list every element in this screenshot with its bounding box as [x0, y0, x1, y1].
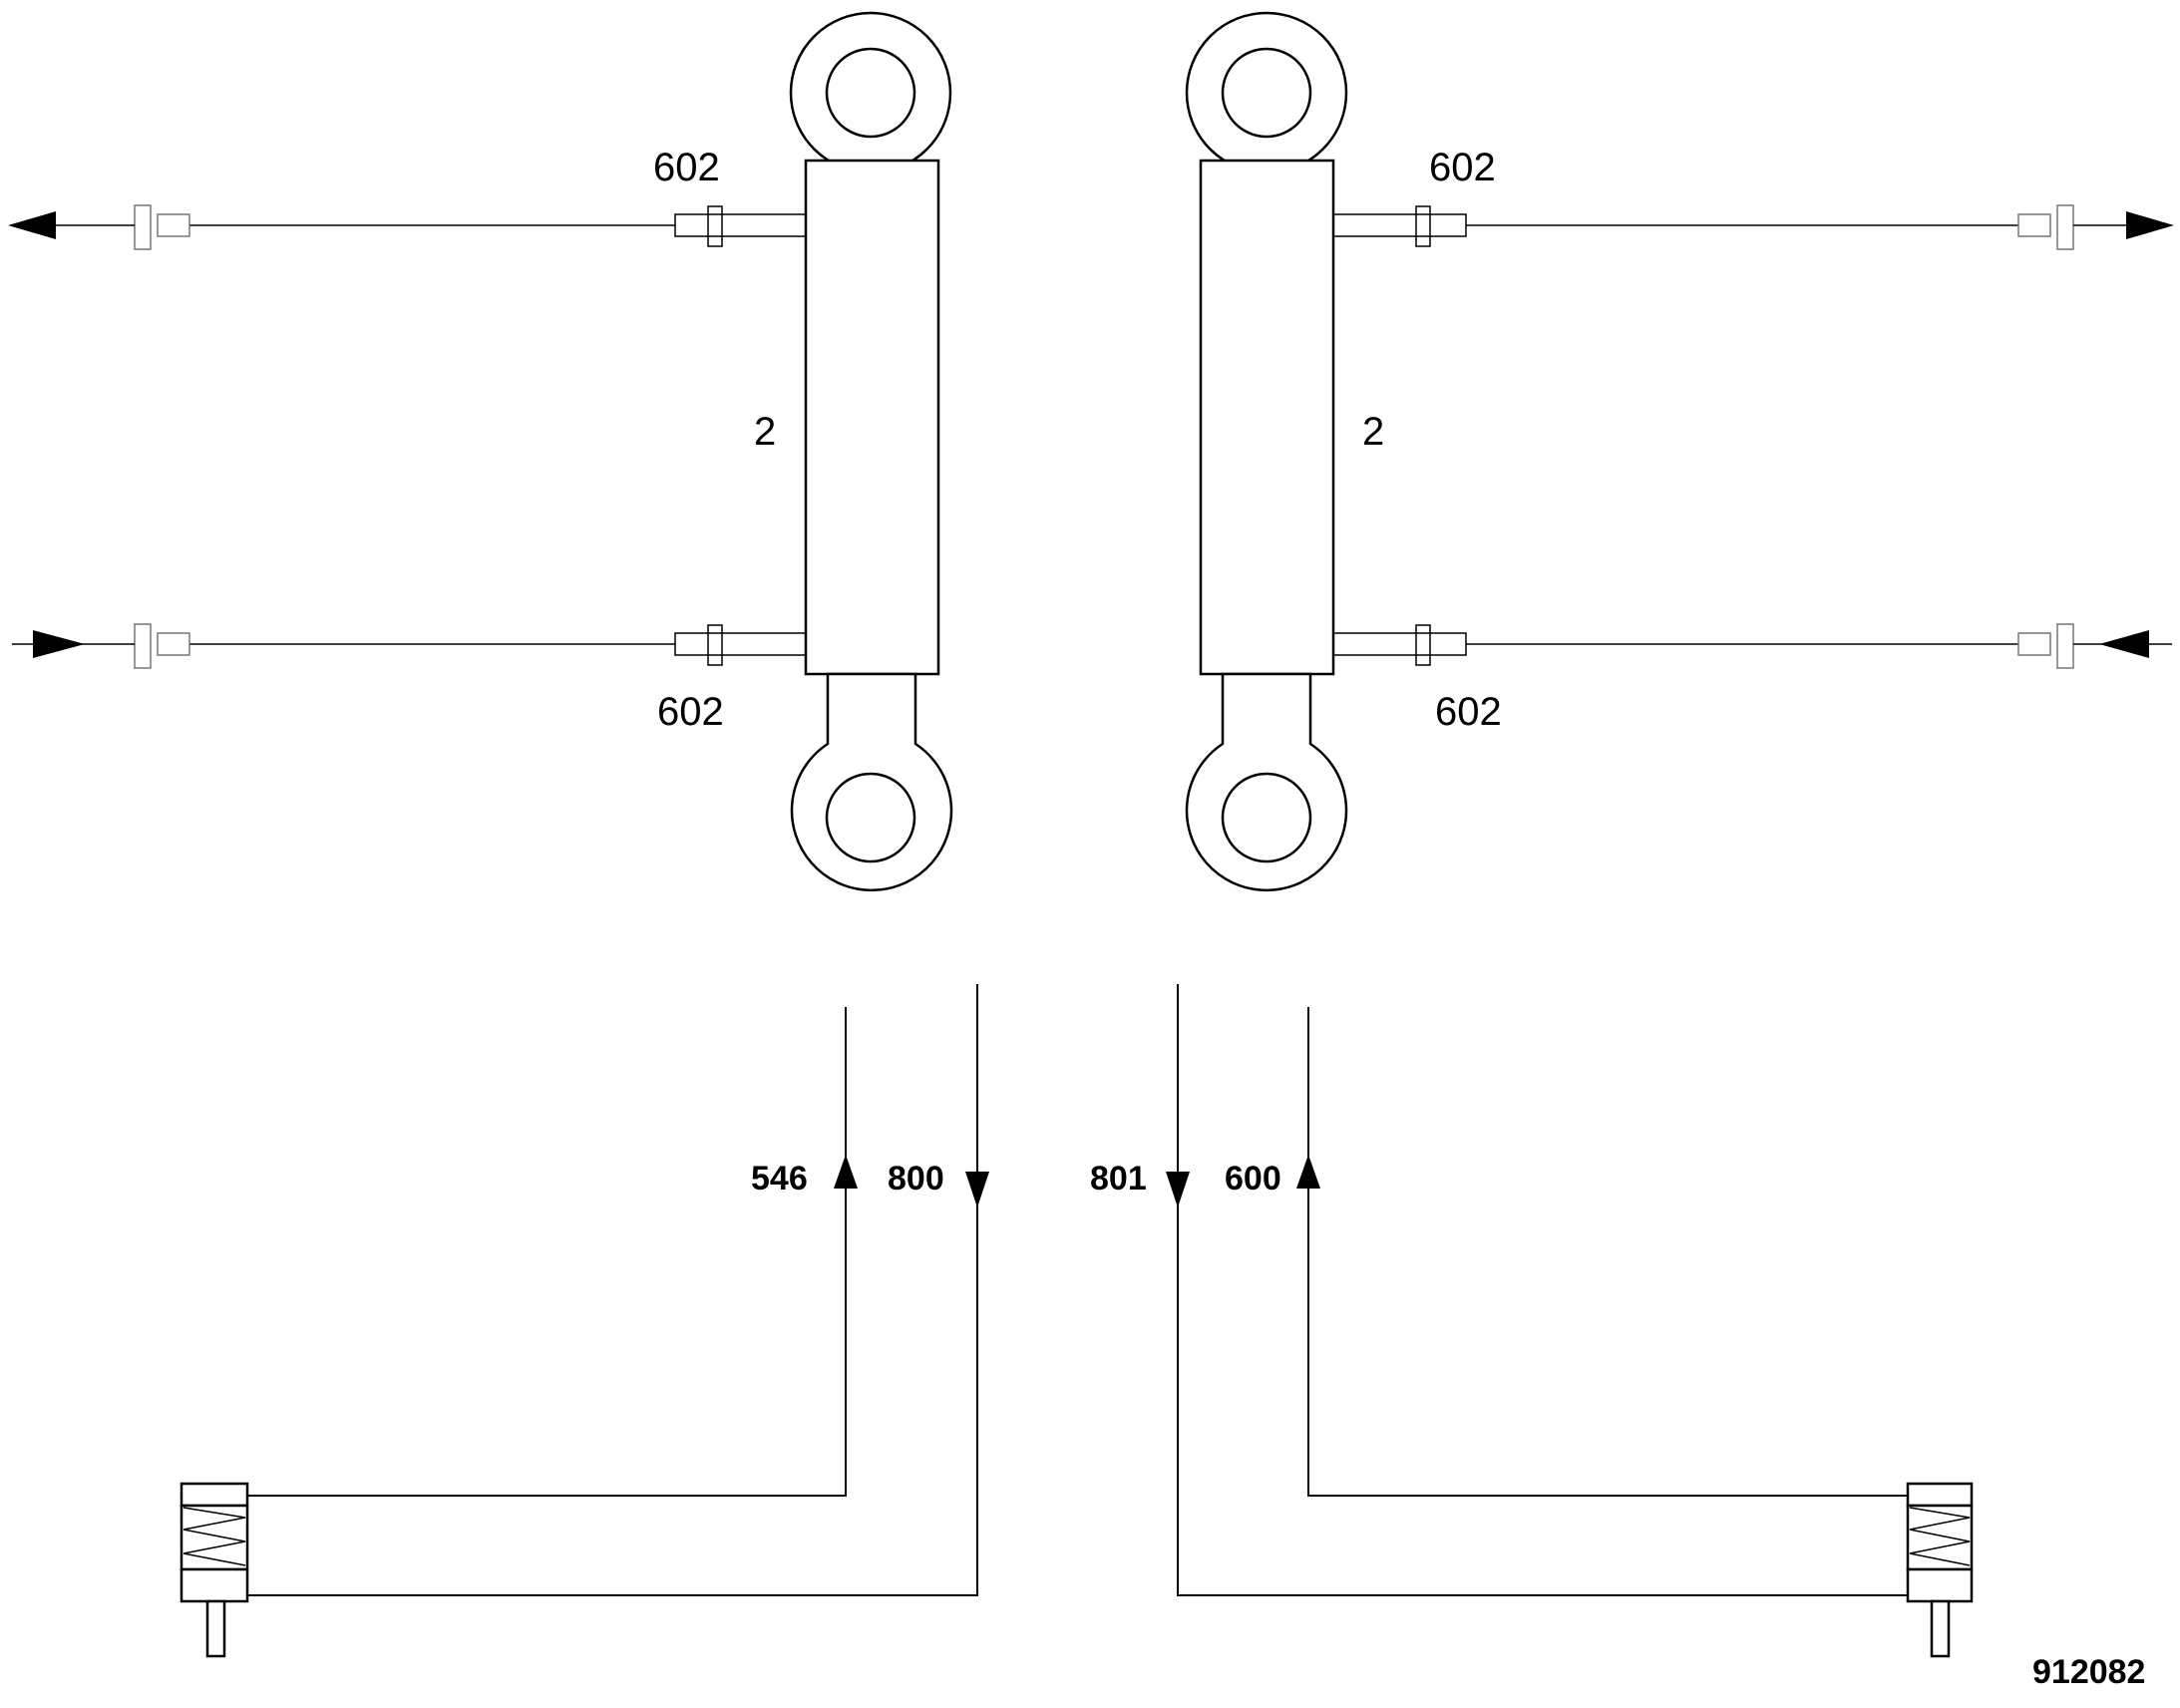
cylinder-right-top-eye-hole — [1221, 47, 1312, 139]
label-line-600: 600 — [1225, 1160, 1281, 1197]
figure-id: 912082 — [2032, 1653, 2145, 1691]
port-right-top-fitting — [1332, 213, 1467, 237]
spring-valve-right — [1906, 1482, 1974, 1658]
cylinder-right — [1185, 11, 1348, 891]
line-546 — [246, 1007, 847, 1497]
port-left-bottom — [12, 623, 807, 669]
quick-coupler-right-top — [2017, 213, 2051, 237]
arrow-left-bottom-inflow — [33, 630, 85, 658]
arrow-546-up — [834, 1155, 858, 1189]
arrow-left-top-outflow — [8, 211, 56, 239]
line-600 — [1307, 1007, 1908, 1497]
arrow-800-down — [965, 1172, 989, 1207]
port-right-bottom-nut — [1415, 624, 1431, 666]
port-left-top-fitting — [674, 213, 807, 237]
quick-coupler-left-top-collar — [134, 204, 152, 250]
port-left-bottom-fitting — [674, 632, 807, 656]
label-cylinder-right: 2 — [1362, 410, 1384, 454]
line-801 — [1177, 984, 1908, 1596]
arrow-801-down — [1166, 1172, 1190, 1207]
label-port-left-bottom: 602 — [657, 690, 724, 734]
quick-coupler-right-bottom — [2017, 632, 2051, 656]
arrow-600-up — [1296, 1155, 1320, 1189]
quick-coupler-left-top — [157, 213, 190, 237]
cylinder-left-top-eye-hole — [825, 47, 916, 139]
label-port-right-top: 602 — [1429, 146, 1496, 189]
port-right-top-nut — [1415, 205, 1431, 247]
label-port-right-bottom: 602 — [1435, 690, 1502, 734]
label-line-801: 801 — [1090, 1160, 1147, 1197]
port-right-bottom — [1332, 623, 2172, 669]
cylinder-right-bottom-eye-hole — [1221, 772, 1312, 863]
cylinder-left-bottom-eye-hole — [825, 772, 916, 863]
quick-coupler-right-top-collar — [2056, 204, 2074, 250]
port-left-top-nut — [707, 205, 723, 247]
port-left-bottom-nut — [707, 624, 723, 666]
quick-coupler-left-bottom-collar — [134, 623, 152, 669]
arrow-right-bottom-inflow — [2099, 630, 2149, 658]
arrow-right-top-outflow — [2126, 211, 2174, 239]
line-800 — [246, 984, 978, 1596]
port-right-top — [1332, 204, 2174, 250]
label-port-left-top: 602 — [653, 146, 720, 189]
quick-coupler-right-bottom-collar — [2056, 623, 2074, 669]
cylinder-left-body — [804, 159, 940, 676]
cylinder-right-body — [1199, 159, 1335, 676]
cylinder-left — [789, 11, 953, 891]
label-line-800: 800 — [888, 1160, 944, 1197]
spring-valve-left — [180, 1482, 249, 1658]
quick-coupler-left-bottom — [157, 632, 190, 656]
label-cylinder-left: 2 — [754, 410, 776, 454]
port-right-bottom-fitting — [1332, 632, 1467, 656]
port-left-top — [8, 204, 807, 250]
label-line-546: 546 — [751, 1160, 808, 1197]
